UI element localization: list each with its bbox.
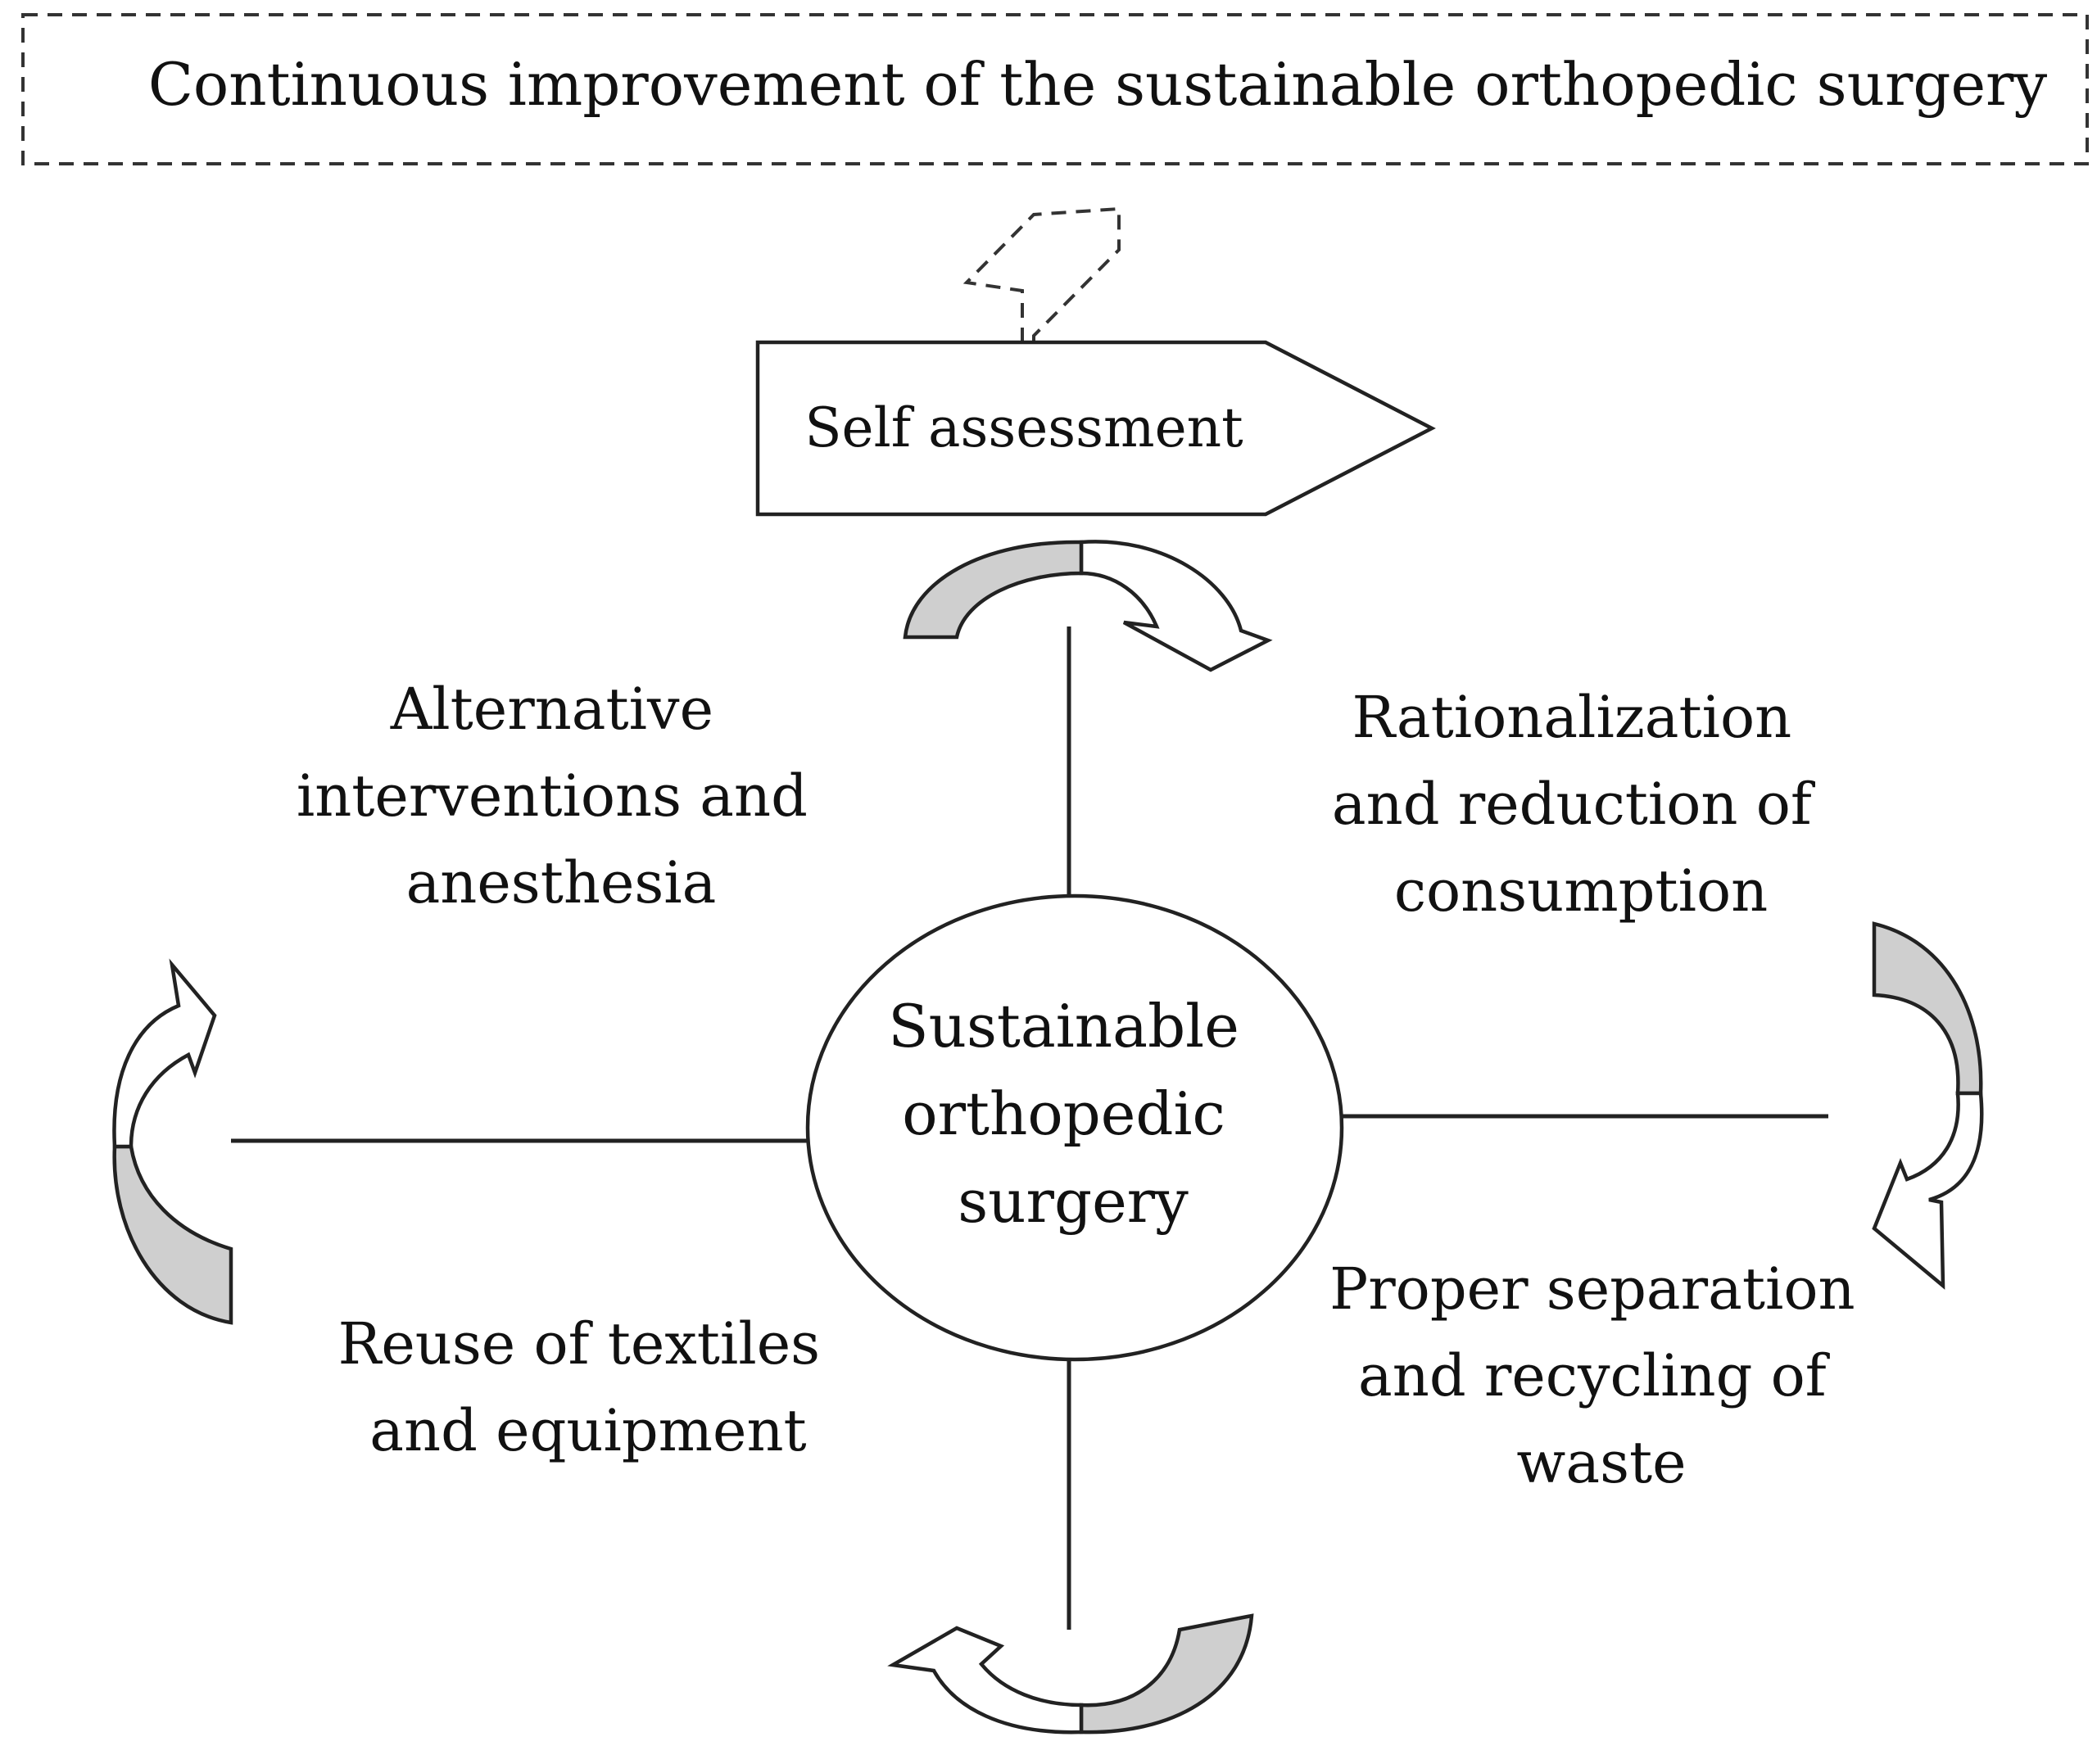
bottom-right-line-2: and recycling of — [1358, 1342, 1831, 1409]
top-right-line-3: consumption — [1394, 857, 1768, 925]
self-assessment-label: Self assessment — [804, 396, 1243, 459]
arrow-left-band — [112, 1144, 233, 1325]
arrow-top-head — [1079, 540, 1273, 672]
center-line-2: orthopedic — [902, 1079, 1225, 1148]
arrow-left-head — [112, 958, 217, 1149]
arrow-right-head — [1872, 1091, 1984, 1290]
arrow-right-band — [1872, 921, 1983, 1096]
arrow-bottom-head — [887, 1626, 1084, 1735]
arrow-top-band — [903, 540, 1084, 640]
label-top-left: Alternative interventions and anesthesia — [297, 676, 826, 916]
curved-arrow-top — [903, 540, 1273, 672]
top-right-line-1: Rationalization — [1352, 684, 1792, 751]
title-box — [21, 13, 2089, 165]
bottom-left-line-1: Reuse of textiles — [338, 1310, 820, 1377]
label-top-right: Rationalization and reduction of consump… — [1332, 684, 1830, 925]
feedback-arrow — [962, 206, 1121, 342]
top-left-line-2: interventions and — [297, 762, 808, 830]
label-bottom-right: Proper separation and recycling of waste — [1329, 1255, 1873, 1496]
center-label: Sustainable orthopedic surgery — [888, 992, 1257, 1236]
curved-arrow-bottom — [887, 1613, 1254, 1735]
center-line-3: surgery — [958, 1167, 1189, 1236]
arrow-bottom-band — [1079, 1613, 1254, 1735]
self-assessment-box — [755, 340, 1436, 517]
top-right-line-2: and reduction of — [1332, 771, 1816, 838]
diagram-title: Continuous improvement of the sustainabl… — [148, 50, 2048, 119]
curved-arrow-right — [1872, 921, 1984, 1290]
bottom-right-line-3: waste — [1516, 1429, 1686, 1496]
center-circle — [805, 893, 1344, 1362]
center-line-1: Sustainable — [888, 992, 1239, 1061]
top-left-line-3: anesthesia — [406, 849, 717, 916]
top-left-line-1: Alternative — [390, 676, 713, 743]
bottom-right-line-1: Proper separation — [1329, 1255, 1855, 1323]
label-bottom-left: Reuse of textiles and equipment — [338, 1310, 839, 1464]
bottom-left-line-2: and equipment — [369, 1397, 806, 1464]
curved-arrow-left — [112, 958, 233, 1325]
